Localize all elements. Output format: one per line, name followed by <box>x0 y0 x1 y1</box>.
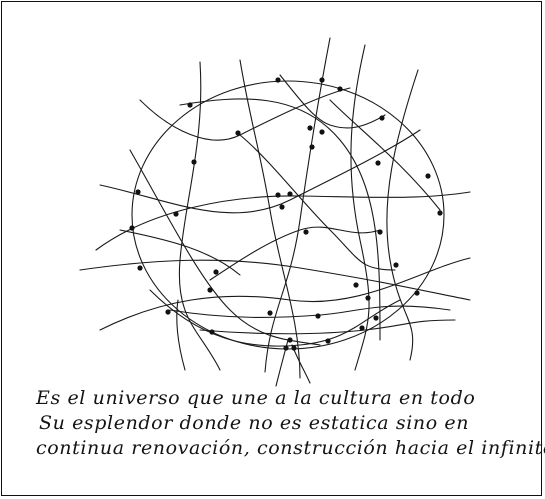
caption-line: Es el universo que une a la cultura en t… <box>36 386 541 411</box>
network-line <box>240 60 300 378</box>
network-line <box>96 192 470 250</box>
junction-dot <box>209 329 214 334</box>
caption-line: Su esplendor donde no es estatica sino e… <box>39 411 541 436</box>
junction-dot <box>165 309 170 314</box>
junction-dot <box>309 144 314 149</box>
junction-dot <box>235 130 240 135</box>
network-line <box>240 135 395 270</box>
handwritten-caption: Es el universo que une a la cultura en t… <box>36 386 541 461</box>
junction-dot <box>307 125 312 130</box>
junction-dot <box>137 265 142 270</box>
junction-dot <box>359 325 364 330</box>
network-line <box>180 99 380 340</box>
network-line <box>292 345 310 383</box>
network-line <box>330 100 440 210</box>
caption-line: continua renovación, construcción hacia … <box>36 436 541 461</box>
network-line <box>100 130 420 213</box>
junction-dot <box>319 129 324 134</box>
junction-dot <box>337 86 342 91</box>
junction-dot <box>365 295 370 300</box>
junction-dot <box>213 269 218 274</box>
sphere-outline <box>132 81 444 349</box>
junction-dot <box>129 225 134 230</box>
junction-dot <box>279 204 284 209</box>
network-line <box>140 88 350 140</box>
junction-dot <box>173 211 178 216</box>
junction-dot <box>303 229 308 234</box>
junction-dot <box>377 229 382 234</box>
network-line <box>387 70 418 360</box>
junction-dot <box>275 77 280 82</box>
junction-dot <box>287 337 292 342</box>
junction-dot <box>291 345 296 350</box>
junction-dot <box>414 290 419 295</box>
junction-dot <box>135 189 140 194</box>
junction-dot <box>379 115 384 120</box>
network-line <box>265 38 330 372</box>
junction-dot <box>325 338 330 343</box>
network-line <box>170 306 450 317</box>
network-line <box>280 75 385 128</box>
junction-dot <box>191 159 196 164</box>
junction-dot <box>437 210 442 215</box>
network-line <box>200 320 455 334</box>
junction-dot <box>353 282 358 287</box>
junction-dot <box>287 191 292 196</box>
junction-dot <box>373 315 378 320</box>
junction-dot <box>425 173 430 178</box>
junction-dot <box>375 160 380 165</box>
junction-dot <box>275 192 280 197</box>
junction-dot <box>283 345 288 350</box>
junction-dot <box>187 102 192 107</box>
junction-dot <box>315 313 320 318</box>
junction-dot <box>207 287 212 292</box>
junction-dot <box>267 310 272 315</box>
network-line <box>179 62 220 370</box>
junction-dot <box>393 262 398 267</box>
junction-dot <box>319 77 324 82</box>
